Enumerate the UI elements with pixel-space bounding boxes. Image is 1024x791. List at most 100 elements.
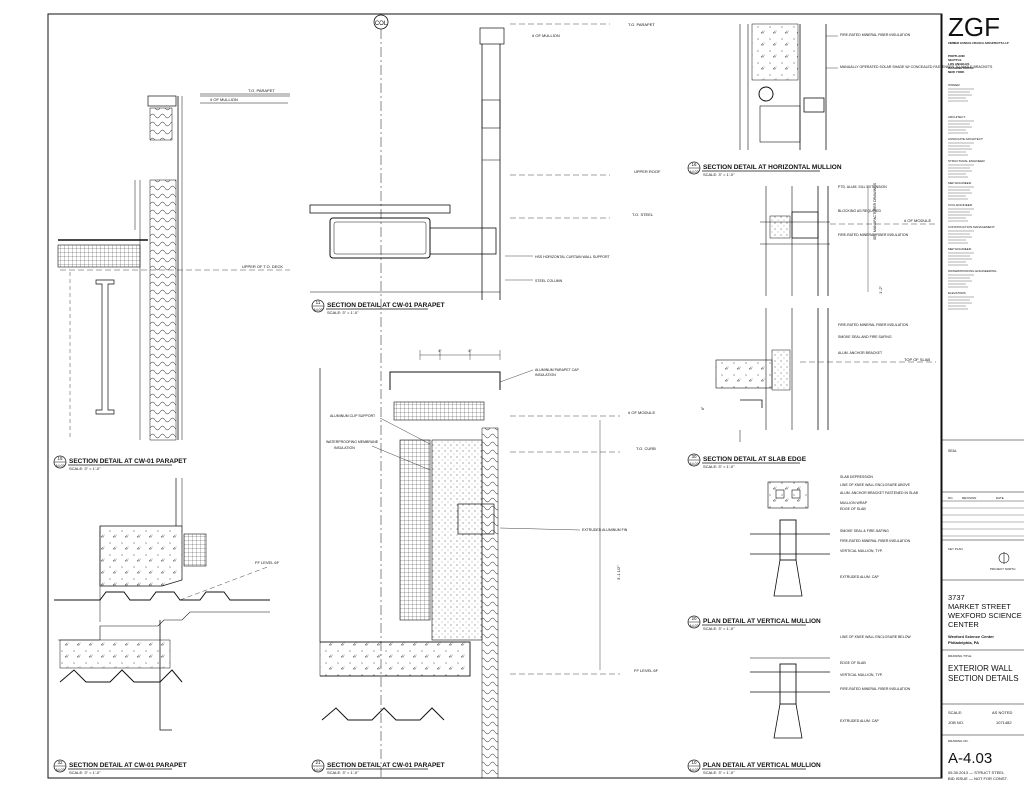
notes-vert-mullion-text: VERTICAL MULLION, TYP. bbox=[840, 549, 883, 553]
notes-fire-rated-1-text: FIRE-RATED MINERAL FIBER INSULATION bbox=[840, 33, 911, 37]
notes-mfr-note-text: SEE MANUFACTURER DRAWINGS bbox=[873, 182, 877, 240]
notes-alum-cap-text: ALUMINUM PARAPET CAP bbox=[535, 368, 579, 372]
details-5-sheet-text: A4.03 bbox=[689, 624, 698, 628]
notes-vert-mullion-b-text: VERTICAL MULLION, TYP. bbox=[840, 673, 883, 677]
details-2-sheet-text: A4.03 bbox=[689, 170, 698, 174]
drawing-title: EXTERIOR WALL SECTION DETAILS bbox=[948, 664, 1019, 683]
details-7-scale-text: SCALE: 3" = 1'-0" bbox=[327, 770, 359, 775]
detail-title: PLAN DETAIL AT VERTICAL MULLION bbox=[703, 618, 821, 625]
titleblock-project-name-lines-3-text: CENTER bbox=[948, 620, 979, 629]
detail-title: SECTION DETAIL AT CW-01 PARAPET bbox=[327, 302, 445, 309]
titleblock-project-name-lines-0-text: 3737 bbox=[948, 593, 965, 602]
titleblock-consultant-heads-5-text: CIVIL ENGINEER: bbox=[948, 203, 973, 207]
titleblock-issue-line2-text: BID ISSUE — NOT FOR CONST. bbox=[948, 776, 1008, 781]
key-plan-label: KEY PLAN bbox=[948, 547, 963, 551]
sheet-number: A-4.03 bbox=[948, 750, 992, 767]
notes-insulation2-text: INSULATION bbox=[334, 446, 355, 450]
details-4-scale-text: SCALE: 3" = 1'-0" bbox=[703, 464, 735, 469]
notes-smoke-seal-text: SMOKE SEAL AND FIRE SAFING bbox=[838, 335, 892, 339]
detail-11-drawing bbox=[309, 23, 610, 300]
titleblock-consultant-heads-9-text: ELEVATORS: bbox=[948, 291, 967, 295]
details-8-num-text: 10 bbox=[691, 760, 697, 765]
levels-to-curb-text: T.O. CURB bbox=[636, 446, 656, 451]
titleblock-consultant-heads-2-text: ASSOCIATE ARCHITECT: bbox=[948, 137, 983, 141]
notes-insulation-text: INSULATION bbox=[535, 373, 556, 377]
titleblock-project-name-lines-1-text: MARKET STREET bbox=[948, 602, 1011, 611]
titleblock-project-name-lines-2-text: WEXFORD SCIENCE bbox=[948, 611, 1022, 620]
notes-fire-rated-5-text: FIRE-RATED MINERAL FIBER INSULATION bbox=[840, 687, 911, 691]
details-3-num-text: 32 bbox=[57, 760, 63, 765]
notes-extruded-cap-b-text: EXTRUDED ALUM. CAP bbox=[840, 719, 880, 723]
levels-cl-module-b-text: ¢ OF MODULE bbox=[904, 218, 931, 223]
titleblock-rev-no-text: NO. bbox=[948, 496, 954, 500]
notes-edge-slab-b-text: EDGE OF SLAB bbox=[840, 661, 866, 665]
levels-to-steel-text: T.O. STEEL bbox=[632, 212, 654, 217]
dims-d-8-text: 8" bbox=[701, 406, 705, 410]
detail-20-drawing bbox=[750, 481, 830, 597]
detail-title: SECTION DETAIL AT SLAB EDGE bbox=[703, 456, 807, 463]
detail-title: SECTION DETAIL AT HORIZONTAL MULLION bbox=[703, 164, 842, 171]
detail-30-drawing bbox=[715, 308, 936, 442]
notes-hss-support-text: HSS HORIZONTAL CURTAIN WALL SUPPORT bbox=[535, 255, 610, 259]
notes-edge-slab-text: EDGE OF SLAB bbox=[840, 507, 866, 511]
details-8-sheet-text: A4.03 bbox=[689, 768, 698, 772]
details-5-scale-text: SCALE: 3" = 1'-0" bbox=[703, 626, 735, 631]
titleblock-consultant-heads-8-text: WATERPROOFING ENGINEERING: bbox=[948, 269, 997, 273]
detail-title-30: 30 A4.03 SECTION DETAIL AT SLAB EDGE SCA… bbox=[687, 453, 807, 469]
dims-d-4a-text: 4" bbox=[438, 348, 442, 353]
details-7-num-text: 21 bbox=[315, 760, 321, 765]
detail-title: SECTION DETAIL AT CW-01 PARAPET bbox=[69, 762, 187, 769]
details-3-scale-text: SCALE: 3" = 1'-0" bbox=[69, 770, 101, 775]
titleblock-project-north-text: PROJECT NORTH bbox=[990, 567, 1015, 571]
details-4-sheet-text: A4.03 bbox=[689, 462, 698, 466]
details-4-num-text: 30 bbox=[691, 454, 697, 459]
titleblock-consultant-heads-0-text: OWNER: bbox=[948, 83, 960, 87]
details-7-sheet-text: A4.03 bbox=[313, 768, 322, 772]
project-name: 3737 MARKET STREET WEXFORD SCIENCE CENTE… bbox=[948, 593, 1022, 629]
seal-label: SEAL bbox=[948, 449, 957, 453]
titleblock-scale-label-text: SCALE: bbox=[948, 710, 962, 715]
notes-solar-shade-text: MANUALLY OPERATED SOLAR SHADE W/ CONCEAL… bbox=[840, 65, 993, 69]
details-5-num-text: 20 bbox=[691, 616, 697, 621]
notes-anchor-bracket-text: ALUM. ANCHOR BRACKET FASTENED IN SLAB bbox=[840, 491, 919, 495]
grid-label: COL bbox=[375, 21, 388, 27]
titleblock-client-text: Wexford Science Center bbox=[948, 634, 994, 639]
detail-mullion-section bbox=[760, 186, 936, 296]
level-ff-6f: FF LEVEL 6F bbox=[255, 560, 280, 565]
notes-fire-rated-2-text: FIRE-RATED MINERAL FIBER INSULATION bbox=[838, 233, 909, 237]
levels-cl-mullion-b-text: ¢ OF MULLION bbox=[532, 33, 560, 38]
detail-title: SECTION DETAIL AT CW-01 PARAPET bbox=[327, 762, 445, 769]
detail-title-16: 16 A4.03 SECTION DETAIL AT HORIZONTAL MU… bbox=[687, 161, 842, 177]
details-2-scale-text: SCALE: 3" = 1'-0" bbox=[703, 172, 735, 177]
titleblock-consultant-heads-6-text: CONSTRUCTION MANAGEMENT: bbox=[948, 225, 995, 229]
detail-title: SECTION DETAIL AT CW-01 PARAPET bbox=[69, 458, 187, 465]
dims-d-module-text: 3'-1 1/2" bbox=[616, 565, 621, 580]
detail-title-11: 11 A4.03 SECTION DETAIL AT CW-01 PARAPET… bbox=[311, 299, 445, 315]
notes-knee-wall-b-text: LINE OF KNEE WALL ENCLOSURE BELOW bbox=[840, 635, 911, 639]
notes-blocking-text: BLOCKING AS REQUIRED bbox=[838, 209, 881, 213]
notes-alum-anchor-text: ALUM. ANCHOR BRACKET bbox=[838, 351, 883, 355]
detail-title-32: 32 A4.03 SECTION DETAIL AT CW-01 PARAPET… bbox=[53, 759, 187, 775]
details-0-num-text: 15 bbox=[57, 456, 63, 461]
titleblock-drawing-no-label-text: DRAWING NO. bbox=[948, 739, 969, 743]
north-arrow-icon bbox=[998, 552, 1010, 564]
details-1-scale-text: SCALE: 3" = 1'-0" bbox=[327, 310, 359, 315]
level-cl-mullion: ¢ OF MULLION bbox=[210, 97, 238, 102]
dims-d-4b-text: 4" bbox=[468, 348, 472, 353]
details-1-num-text: 11 bbox=[316, 300, 321, 305]
detail-title-21: 21 A4.03 SECTION DETAIL AT CW-01 PARAPET… bbox=[311, 759, 445, 775]
titleblock-offices-1-text: SEATTLE bbox=[948, 58, 961, 62]
titleblock-rev-revision-text: REVISION bbox=[962, 496, 976, 500]
notes-knee-wall-text: LINE OF KNEE WALL ENCLOSURE ABOVE bbox=[840, 483, 911, 487]
notes-fire-rated-3-text: FIRE-RATED MINERAL FIBER INSULATION bbox=[838, 323, 909, 327]
titleblock-offices-2-text: LOS ANGELES bbox=[948, 62, 969, 66]
notes-extruded-fin-text: EXTRUDED ALUMINUM FIN bbox=[582, 528, 628, 532]
revision-table: NO. REVISION DATE bbox=[941, 496, 1024, 537]
detail-21-drawing bbox=[319, 350, 620, 779]
consultant-list-lines bbox=[948, 88, 974, 310]
firm-name: ZIMMER GUNSUL FRASCA ARCHITECTS LLP bbox=[948, 41, 1009, 45]
notes-fire-rated-4-text: FIRE-RATED MINERAL FIBER INSULATION bbox=[840, 539, 911, 543]
titleblock-job-label-text: JOB NO. bbox=[948, 720, 964, 725]
levels-cl-module-a-text: ¢ OF MODULE bbox=[628, 410, 655, 415]
